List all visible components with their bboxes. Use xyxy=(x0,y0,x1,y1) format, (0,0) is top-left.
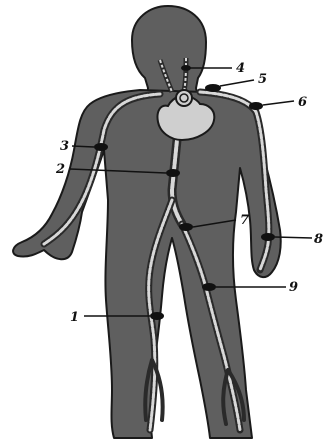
marker-8 xyxy=(261,233,275,241)
label-4: 4 xyxy=(236,61,245,76)
marker-2 xyxy=(166,169,180,177)
label-8: 8 xyxy=(314,232,323,247)
label-7: 7 xyxy=(240,213,249,228)
label-1: 1 xyxy=(70,310,79,325)
label-2: 2 xyxy=(55,162,65,177)
marker-1 xyxy=(150,312,164,320)
marker-4 xyxy=(181,65,191,71)
label-3: 3 xyxy=(60,139,69,154)
marker-3 xyxy=(94,143,108,151)
marker-9 xyxy=(202,283,216,291)
label-5: 5 xyxy=(258,72,267,87)
marker-6 xyxy=(249,102,263,110)
marker-7 xyxy=(179,223,193,231)
marker-5 xyxy=(205,84,221,92)
label-6: 6 xyxy=(298,95,307,110)
label-9: 9 xyxy=(289,280,298,295)
